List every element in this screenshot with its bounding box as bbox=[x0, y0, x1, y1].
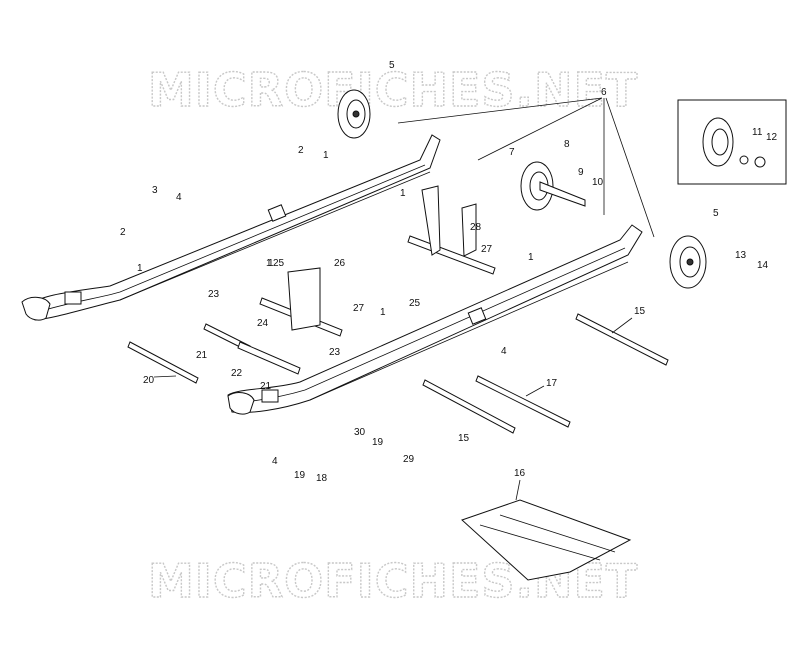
callout: 3 bbox=[152, 185, 158, 196]
callout: 1 bbox=[323, 150, 329, 161]
callout: 1 bbox=[268, 258, 274, 269]
callout: 2 bbox=[298, 145, 304, 156]
callout: 1 bbox=[380, 307, 386, 318]
callout: 5 bbox=[389, 60, 395, 71]
callout: 27 bbox=[481, 244, 493, 255]
callout: 18 bbox=[316, 473, 328, 484]
callout: 27 bbox=[353, 303, 365, 314]
callout: 19 bbox=[294, 470, 306, 481]
callout: 13 bbox=[735, 250, 747, 261]
callout: 21 bbox=[260, 381, 272, 392]
inset-wheel bbox=[702, 117, 766, 168]
callouts: 1 1 1 1 1 1 1 2 2 3 4 4 4 5 5 6 7 8 9 10… bbox=[120, 60, 778, 484]
callout: 25 bbox=[273, 258, 285, 269]
inset-box bbox=[677, 99, 787, 185]
callout: 10 bbox=[592, 177, 604, 188]
bracket-26 bbox=[287, 267, 321, 331]
callout: 26 bbox=[334, 258, 346, 269]
callout: 21 bbox=[196, 350, 208, 361]
callout: 4 bbox=[176, 192, 182, 203]
callout: 14 bbox=[757, 260, 769, 271]
idler-wheel-top bbox=[337, 89, 371, 139]
callout: 23 bbox=[208, 289, 220, 300]
leader-lines bbox=[153, 97, 655, 501]
callout: 17 bbox=[546, 378, 558, 389]
callout: 4 bbox=[501, 346, 507, 357]
callout: 16 bbox=[514, 468, 526, 479]
callout: 25 bbox=[409, 298, 421, 309]
callout: 1 bbox=[400, 188, 406, 199]
callout: 22 bbox=[231, 368, 243, 379]
callout: 24 bbox=[257, 318, 269, 329]
bracket-28b bbox=[461, 203, 477, 257]
callout: 30 bbox=[354, 427, 366, 438]
track-section bbox=[461, 499, 632, 581]
watermark-top: MICROFICHES.NET bbox=[148, 63, 638, 117]
left-rail bbox=[21, 134, 441, 321]
callout: 1 bbox=[137, 263, 143, 274]
callout: 5 bbox=[713, 208, 719, 219]
bracket-28 bbox=[421, 185, 441, 256]
callout: 2 bbox=[120, 227, 126, 238]
callout: 23 bbox=[329, 347, 341, 358]
callout: 1 bbox=[266, 258, 272, 269]
callout: 19 bbox=[372, 437, 384, 448]
idler-wheel-right bbox=[669, 235, 707, 289]
callout: 9 bbox=[578, 167, 584, 178]
callout: 20 bbox=[143, 375, 155, 386]
idler-wheel-center bbox=[520, 161, 586, 211]
callout: 4 bbox=[272, 456, 278, 467]
callout: 6 bbox=[601, 87, 607, 98]
callout: 12 bbox=[766, 132, 778, 143]
callout: 15 bbox=[634, 306, 646, 317]
callout: 15 bbox=[458, 433, 470, 444]
callout: 29 bbox=[403, 454, 415, 465]
right-rail bbox=[227, 224, 643, 415]
callout: 7 bbox=[509, 147, 515, 158]
callout: 1 bbox=[528, 252, 534, 263]
callout: 8 bbox=[564, 139, 570, 150]
callout: 11 bbox=[752, 127, 763, 138]
callout: 28 bbox=[470, 222, 482, 233]
